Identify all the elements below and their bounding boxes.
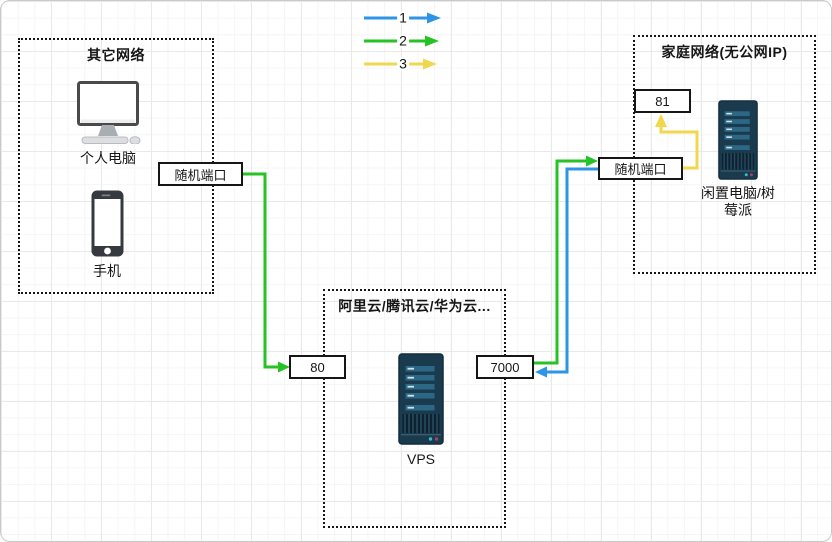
legend-label-2: 2	[397, 32, 409, 49]
vps-server-icon	[398, 353, 444, 445]
legend-arrow-yellow-icon	[364, 58, 437, 70]
legend-arrow-blue-icon	[364, 12, 441, 24]
home-server-icon	[718, 100, 758, 180]
group-home-network: 家庭网络(无公网IP)	[633, 35, 816, 274]
home-server-label: 闲置电脑/树 莓派	[673, 185, 803, 219]
port-box-7000: 7000	[476, 355, 534, 379]
legend-label-1: 1	[397, 9, 409, 26]
home-server-label-line1: 闲置电脑/树	[701, 185, 775, 201]
port-box-random-other: 随机端口	[158, 162, 243, 186]
phone-label: 手机	[93, 263, 121, 279]
smartphone-icon	[91, 190, 124, 257]
group-cloud-title: 阿里云/腾讯云/华为云...	[338, 298, 491, 314]
pc-label: 个人电脑	[80, 150, 136, 166]
port-box-random-home: 随机端口	[598, 157, 683, 180]
port-box-80: 80	[289, 355, 346, 379]
edge-otherport-to-80	[243, 172, 278, 369]
edge-7000-to-homeport	[534, 159, 586, 365]
group-other-network-title: 其它网络	[87, 47, 145, 63]
group-home-network-title: 家庭网络(无公网IP)	[661, 44, 788, 60]
legend-item-1: 1	[363, 11, 443, 25]
legend-label-3: 3	[397, 55, 409, 72]
legend-item-3: 3	[363, 57, 443, 71]
legend-arrow-green-icon	[364, 35, 439, 47]
port-box-81: 81	[634, 89, 691, 113]
edge-homeport-to-7000	[547, 167, 598, 374]
edge-7000-to-homeport-arrowhead	[586, 155, 598, 167]
vps-label: VPS	[406, 451, 435, 467]
desktop-computer-icon	[77, 81, 141, 144]
edge-homeport-to-7000-arrowhead	[535, 366, 547, 378]
legend-item-2: 2	[363, 34, 443, 48]
home-server-label-line2: 莓派	[724, 202, 752, 218]
group-cloud: 阿里云/腾讯云/华为云...	[323, 289, 506, 528]
